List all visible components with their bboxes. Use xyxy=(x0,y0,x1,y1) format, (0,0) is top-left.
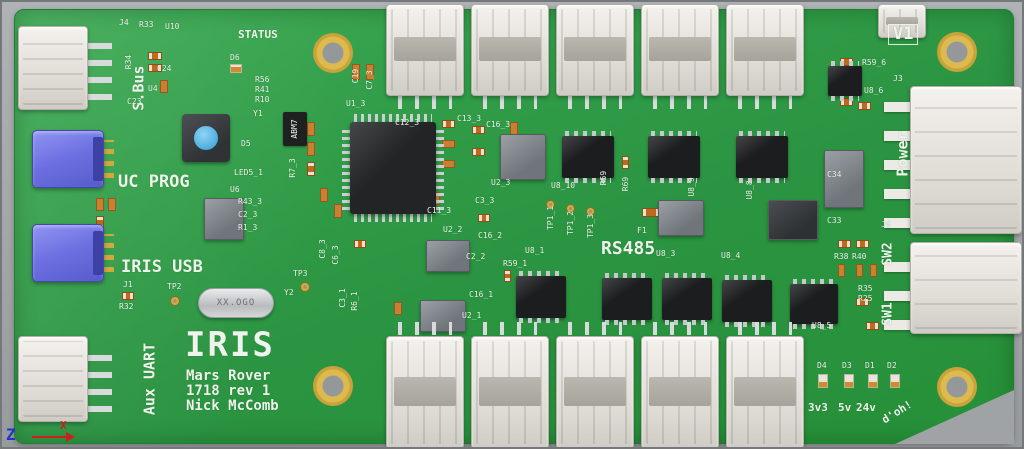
tactile-button xyxy=(182,114,230,162)
connector-power xyxy=(910,86,1022,234)
connector-sbus xyxy=(18,26,88,110)
connector-ridges xyxy=(391,341,459,444)
connector-ridges xyxy=(915,247,1017,329)
connector-fingers xyxy=(884,94,914,228)
connector-top-4 xyxy=(641,4,719,96)
connector-bottom-1 xyxy=(386,336,464,447)
pin-row xyxy=(86,36,112,100)
mcu-pins-left xyxy=(342,126,351,210)
connector-sw xyxy=(910,242,1022,334)
tactile-button-cap xyxy=(194,126,218,150)
connector-ridges xyxy=(23,341,83,417)
sw1-label: SW1 xyxy=(880,302,896,326)
mcu-pins-top xyxy=(354,114,432,123)
pin-row xyxy=(738,96,792,109)
mcu-pins-right xyxy=(435,126,444,210)
pin-row xyxy=(653,96,707,109)
mounting-hole-top-right xyxy=(937,32,977,72)
connector-fingers xyxy=(884,250,914,330)
status-label: STATUS xyxy=(238,28,278,41)
connector-ridges xyxy=(561,341,629,444)
board-subtitle-3: Nick McComb xyxy=(186,398,279,414)
gray-component xyxy=(426,240,470,272)
aux-uart-label: Aux UART xyxy=(140,342,159,416)
pin-row xyxy=(483,322,537,335)
mounting-hole-bottom-right xyxy=(937,367,977,407)
gray-component xyxy=(500,134,546,180)
rail-24v-label: 24v xyxy=(856,401,876,414)
pin-row xyxy=(483,96,537,109)
connector-bottom-5 xyxy=(726,336,804,447)
pin-row xyxy=(398,96,452,109)
connector-ridges xyxy=(476,341,544,444)
mcu-pins-bottom xyxy=(354,213,432,222)
usb-connector-j9 xyxy=(32,130,104,188)
power-label: Power xyxy=(893,131,912,177)
sbus-label: S.Bus xyxy=(129,65,148,111)
mcu-chip xyxy=(342,114,444,222)
ic-chip xyxy=(828,61,862,101)
gray-component xyxy=(824,150,864,208)
pin-row xyxy=(653,322,707,335)
board-subtitle-1: Mars Rover xyxy=(186,368,271,384)
ic-chip xyxy=(662,273,712,325)
uc-prog-label: UC PROG xyxy=(118,172,190,192)
rail-3v3-label: 3v3 xyxy=(808,401,828,414)
connector-ridges xyxy=(646,341,714,444)
ic-chip xyxy=(516,271,566,323)
crystal-oscillator: XX.OGO xyxy=(198,288,274,318)
version-label: V1 xyxy=(888,24,919,45)
gray-component xyxy=(658,200,704,236)
ic-chip xyxy=(562,131,614,183)
mounting-hole-bottom-left xyxy=(313,366,353,406)
pin-row xyxy=(568,322,622,335)
ic-chip xyxy=(602,273,652,325)
gold-pads xyxy=(102,140,114,178)
ic-chip xyxy=(722,275,772,327)
usb-connector-j8 xyxy=(32,224,104,282)
connector-top-right xyxy=(878,4,926,38)
board-subtitle-2: 1718 rev 1 xyxy=(186,383,271,399)
connector-top-1 xyxy=(386,4,464,96)
connector-ridges xyxy=(23,31,83,105)
mcu-body xyxy=(350,122,436,214)
connector-top-3 xyxy=(556,4,634,96)
connector-ridges xyxy=(731,341,799,444)
connector-top-2 xyxy=(471,4,549,96)
gold-pads xyxy=(102,234,114,272)
connector-aux-uart xyxy=(18,336,88,422)
connector-ridges xyxy=(561,9,629,91)
crystal-marking: XX.OGO xyxy=(216,298,256,308)
pin-row xyxy=(568,96,622,109)
ic-chip xyxy=(790,279,838,329)
connector-bottom-2 xyxy=(471,336,549,447)
sw2-label: SW2 xyxy=(880,242,896,266)
connector-ridges xyxy=(391,9,459,91)
pin-row xyxy=(738,322,792,335)
connector-bottom-3 xyxy=(556,336,634,447)
pin-row xyxy=(86,346,112,412)
ic-chip xyxy=(736,131,788,183)
rail-5v-label: 5v xyxy=(838,401,852,414)
iris-usb-label: IRIS USB xyxy=(121,257,203,277)
board-title: IRIS xyxy=(185,325,275,365)
mounting-hole-top-left xyxy=(313,33,353,73)
connector-ridges xyxy=(731,9,799,91)
pin-row xyxy=(398,322,452,335)
crystal-abm7 xyxy=(283,112,307,146)
connector-top-5 xyxy=(726,4,804,96)
rs485-label: RS485 xyxy=(601,238,656,259)
ic-chip xyxy=(648,131,700,183)
connector-ridges xyxy=(915,91,1017,229)
connector-ridges xyxy=(646,9,714,91)
gray-component xyxy=(204,198,244,240)
gray-component xyxy=(768,200,818,240)
connector-ridges xyxy=(476,9,544,91)
connector-bottom-4 xyxy=(641,336,719,447)
